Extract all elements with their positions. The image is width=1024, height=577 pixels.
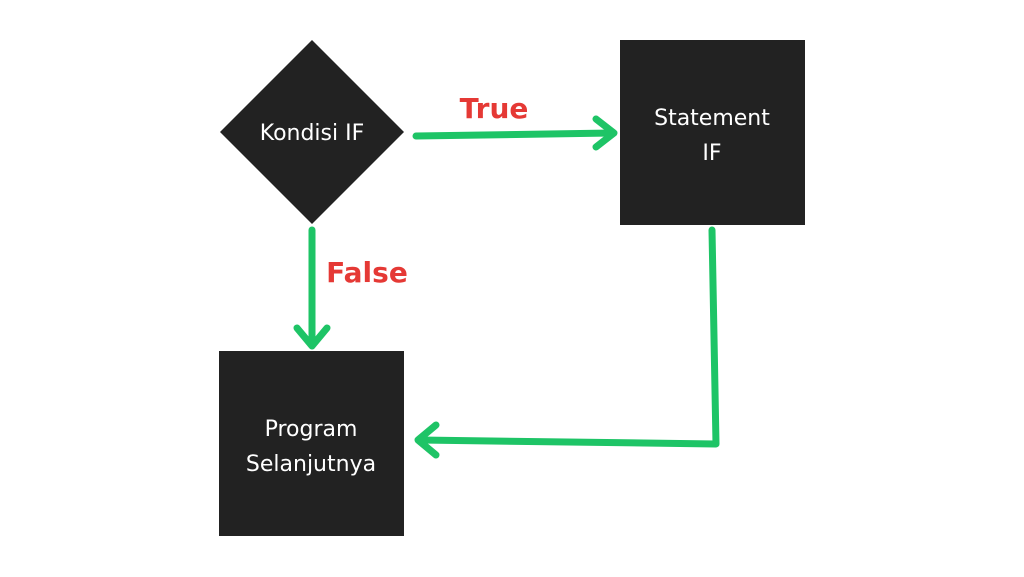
statement-box-shape — [620, 40, 805, 225]
false-label: False — [326, 256, 408, 289]
true-arrow-head — [592, 115, 618, 151]
return-arrow-head — [414, 421, 440, 459]
condition-diamond-shape — [220, 40, 404, 224]
true-arrow-shaft — [412, 129, 616, 140]
next-program-label-line2: Selanjutnya — [246, 452, 376, 477]
statement-node: Statement IF — [620, 40, 805, 225]
statement-label-line1: Statement — [654, 106, 770, 131]
statement-label-line2: IF — [702, 141, 721, 166]
return-arrow-path — [416, 226, 720, 448]
condition-node: Kondisi IF — [220, 40, 404, 224]
false-arrow-head — [293, 324, 331, 350]
true-label: True — [460, 92, 529, 125]
false-arrow — [293, 226, 331, 350]
next-program-node: Program Selanjutnya — [219, 351, 404, 536]
return-arrow — [414, 226, 720, 459]
next-program-box-shape — [219, 351, 404, 536]
next-program-label-line1: Program — [265, 417, 358, 442]
true-arrow — [412, 115, 618, 151]
condition-label: Kondisi IF — [260, 121, 365, 146]
